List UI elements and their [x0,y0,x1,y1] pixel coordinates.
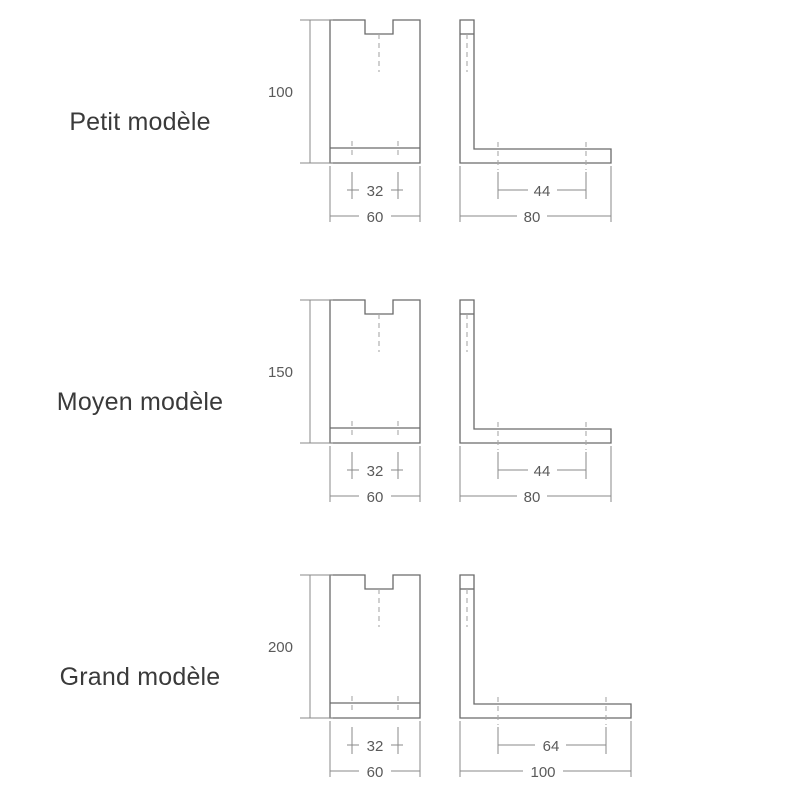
dim-text-side-outer: 80 [524,489,541,506]
side-view-outline [459,574,632,719]
dim-text-front-inner: 32 [367,738,384,755]
front-view-outline [329,19,421,164]
front-view-outline [329,299,421,444]
dim-text-side-outer: 100 [530,764,555,781]
dim-text-front-inner: 32 [367,183,384,200]
dim-text-front-outer: 60 [367,209,384,226]
model-label-grand: Grand modèle [59,663,221,691]
dim-text-front-outer: 60 [367,489,384,506]
front-view-outline [329,574,421,719]
dim-text-side-inner: 64 [543,738,560,755]
dim-text-front-inner: 32 [367,463,384,480]
side-view-outline [459,299,612,444]
dim-text-front-outer: 60 [367,764,384,781]
dim-text-side-outer: 80 [524,209,541,226]
dim-text-side-inner: 44 [534,183,551,200]
model-label-petit: Petit modèle [69,108,211,136]
dim-text-height: 150 [268,364,293,381]
drawing-moyen: 150 32 60 44 80 [268,299,612,506]
drawing-grand: 200 32 60 64 100 [268,574,632,781]
dim-text-height: 100 [268,84,293,101]
drawing-petit: 100 32 60 44 80 [268,19,612,226]
model-label-moyen: Moyen modèle [56,388,224,416]
dim-text-side-inner: 44 [534,463,551,480]
side-view-outline [459,19,612,164]
dim-text-height: 200 [268,639,293,656]
